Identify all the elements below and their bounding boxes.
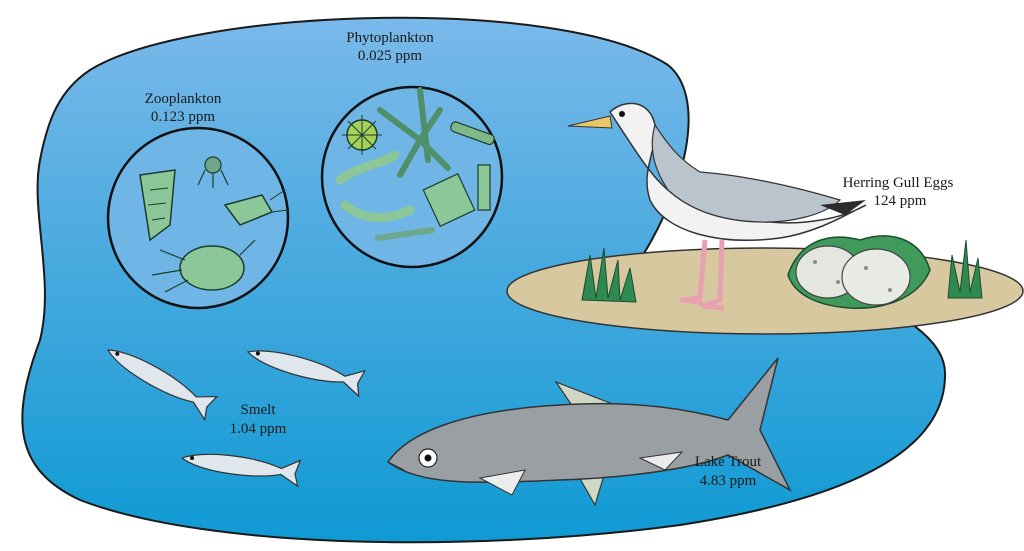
phytoplankton-circle <box>320 85 504 269</box>
egg-right <box>841 248 911 306</box>
smelt-value: 1.04 ppm <box>230 421 287 437</box>
herring-gull <box>567 102 867 311</box>
phytoplankton-label: Phytoplankton <box>346 30 434 46</box>
phytoplankton-value: 0.025 ppm <box>358 48 423 64</box>
grass-right <box>947 239 983 299</box>
grass-left <box>581 247 637 303</box>
zooplankton-label: Zooplankton <box>145 91 222 107</box>
nest <box>787 235 931 309</box>
lake-trout-value: 4.83 ppm <box>700 473 757 489</box>
smelt-label: Smelt <box>240 402 276 418</box>
zooplankton-value: 0.123 ppm <box>151 109 216 125</box>
lake-trout-label: Lake Trout <box>695 454 762 470</box>
herring-gull-eggs-value: 124 ppm <box>874 193 927 209</box>
zooplankton-circle <box>106 126 290 310</box>
gull-eye <box>619 111 625 117</box>
smelt-fish-2 <box>246 350 367 398</box>
smelt-fish-1 <box>106 349 219 422</box>
herring-gull-eggs-label: Herring Gull Eggs <box>843 175 954 191</box>
lake-trout <box>386 357 792 507</box>
smelt-fish-3 <box>180 453 302 488</box>
